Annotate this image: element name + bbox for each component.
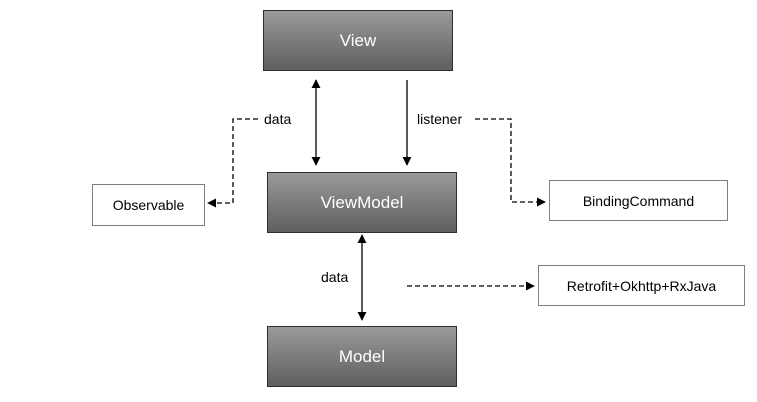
viewmodel-node: ViewModel (267, 172, 457, 233)
observable-node: Observable (92, 184, 205, 226)
viewmodel-node-label: ViewModel (320, 192, 404, 212)
bindingcommand-node: BindingCommand (549, 180, 728, 221)
view-node-label: View (339, 30, 377, 50)
model-node-label: Model (338, 346, 386, 366)
listener-label: listener (417, 111, 463, 127)
network-stack-node-label: Retrofit+Okhttp+RxJava (566, 277, 717, 294)
view-node: View (263, 10, 453, 71)
model-node: Model (267, 326, 457, 387)
data-label-bottom: data (321, 269, 349, 285)
data-to-observable-connector (207, 118, 258, 208)
observable-node-label: Observable (112, 197, 185, 213)
listener-to-bindingcommand-connector (475, 118, 546, 207)
data-label-top: data (264, 111, 292, 127)
bindingcommand-node-label: BindingCommand (582, 192, 695, 209)
network-stack-node: Retrofit+Okhttp+RxJava (538, 265, 745, 306)
